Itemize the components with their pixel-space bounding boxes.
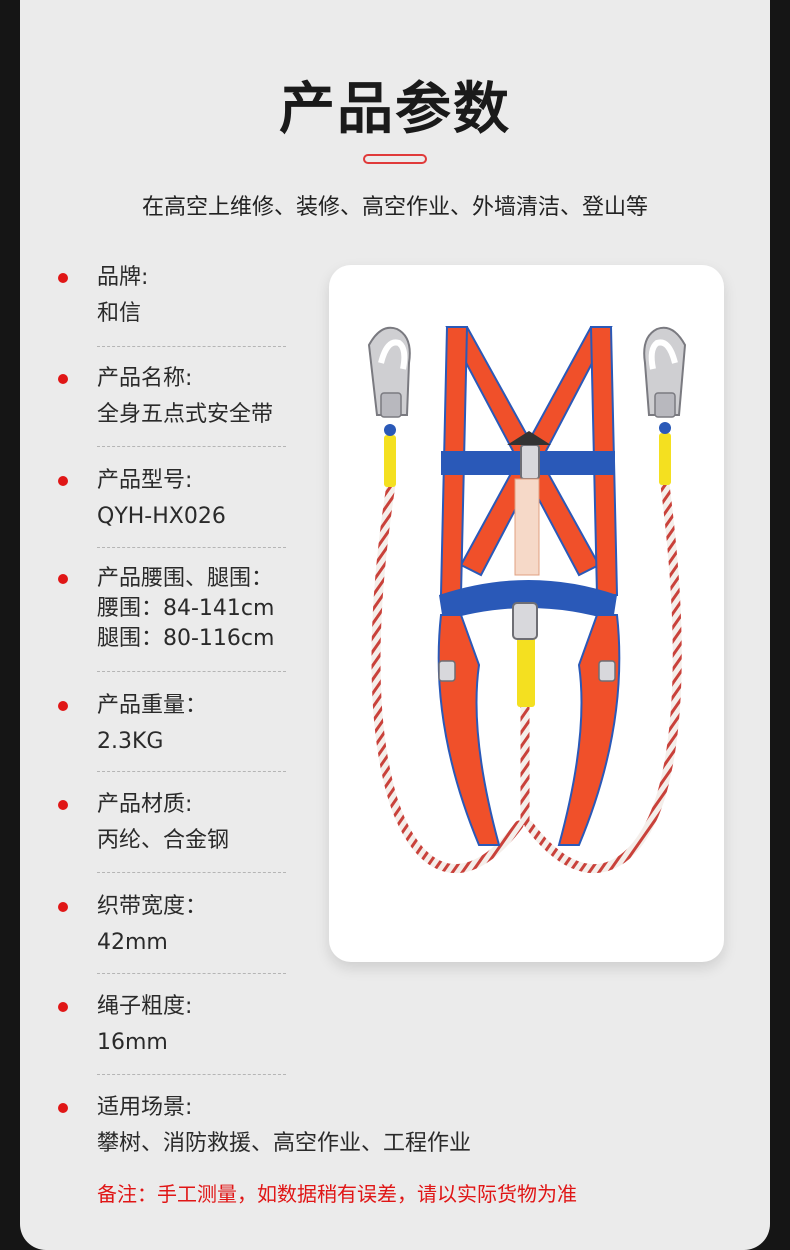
left-leg-buckle-icon bbox=[438, 660, 456, 682]
spec-divider bbox=[97, 872, 286, 873]
spec-divider bbox=[97, 1074, 286, 1075]
spec-label: 产品重量： bbox=[97, 693, 208, 718]
right-lanyard-rope bbox=[524, 480, 682, 874]
spec-divider bbox=[97, 771, 286, 772]
right-leg-loop bbox=[557, 614, 621, 846]
spec-label: 产品名称: bbox=[97, 366, 193, 391]
red-dot-icon bbox=[58, 902, 68, 912]
left-rope-sleeve bbox=[384, 435, 396, 487]
left-lanyard-rope bbox=[371, 480, 524, 874]
right-leg-buckle-icon bbox=[598, 660, 616, 682]
red-dot-icon bbox=[58, 701, 68, 711]
measurement-note: 备注：手工测量，如数据稍有误差，请以实际货物为准 bbox=[97, 1182, 577, 1206]
spec-divider bbox=[97, 671, 286, 672]
spec-label: 适用场景: bbox=[97, 1095, 193, 1120]
spec-value: 和信 bbox=[97, 301, 142, 326]
red-dot-icon bbox=[58, 800, 68, 810]
title-underline-decoration bbox=[363, 154, 427, 164]
left-snap-hook-icon bbox=[367, 326, 411, 436]
spec-label: 织带宽度： bbox=[97, 894, 208, 919]
right-snap-hook-icon bbox=[643, 326, 687, 434]
spec-label: 产品材质: bbox=[97, 792, 193, 817]
spec-label: 绳子粗度: bbox=[97, 994, 193, 1019]
waist-buckle-icon bbox=[512, 602, 538, 640]
red-dot-icon bbox=[58, 374, 68, 384]
back-d-ring bbox=[507, 431, 551, 445]
product-image-panel bbox=[329, 265, 724, 962]
spec-divider bbox=[97, 446, 286, 447]
spec-value-leg: 腿围：80-116cm bbox=[97, 626, 275, 651]
spec-value: 16mm bbox=[97, 1030, 168, 1055]
spec-label: 产品腰围、腿围： bbox=[97, 566, 274, 591]
spec-value-waist: 腰围：84-141cm bbox=[97, 596, 275, 621]
chest-buckle-icon bbox=[520, 444, 540, 480]
spec-value: 42mm bbox=[97, 930, 168, 955]
left-leg-loop bbox=[437, 614, 501, 846]
spec-value: 2.3KG bbox=[97, 729, 164, 754]
spec-value: 丙纶、合金钢 bbox=[97, 828, 230, 853]
spec-value: 攀树、消防救援、高空作业、工程作业 bbox=[97, 1131, 472, 1156]
red-dot-icon bbox=[58, 476, 68, 486]
right-rope-sleeve bbox=[659, 433, 671, 485]
spec-divider bbox=[97, 346, 286, 347]
page-title: 产品参数 bbox=[279, 77, 511, 142]
safety-harness-image bbox=[367, 326, 687, 874]
product-parameters-card: 产品参数 在高空上维修、装修、高空作业、外墙清洁、登山等 品牌: 和信 产品名称… bbox=[20, 0, 770, 1250]
spec-value: QYH-HX026 bbox=[97, 504, 226, 529]
red-dot-icon bbox=[58, 1103, 68, 1113]
red-dot-icon bbox=[58, 273, 68, 283]
waist-belt bbox=[439, 580, 617, 621]
spec-label: 品牌: bbox=[97, 265, 149, 290]
spec-label: 产品型号: bbox=[97, 468, 193, 493]
red-dot-icon bbox=[58, 574, 68, 584]
back-label bbox=[514, 478, 540, 576]
red-dot-icon bbox=[58, 1002, 68, 1012]
page-subtitle: 在高空上维修、装修、高空作业、外墙清洁、登山等 bbox=[141, 195, 648, 220]
spec-divider bbox=[97, 547, 286, 548]
spec-value: 全身五点式安全带 bbox=[97, 402, 274, 427]
spec-divider bbox=[97, 973, 286, 974]
center-rope-sleeve bbox=[517, 637, 535, 707]
